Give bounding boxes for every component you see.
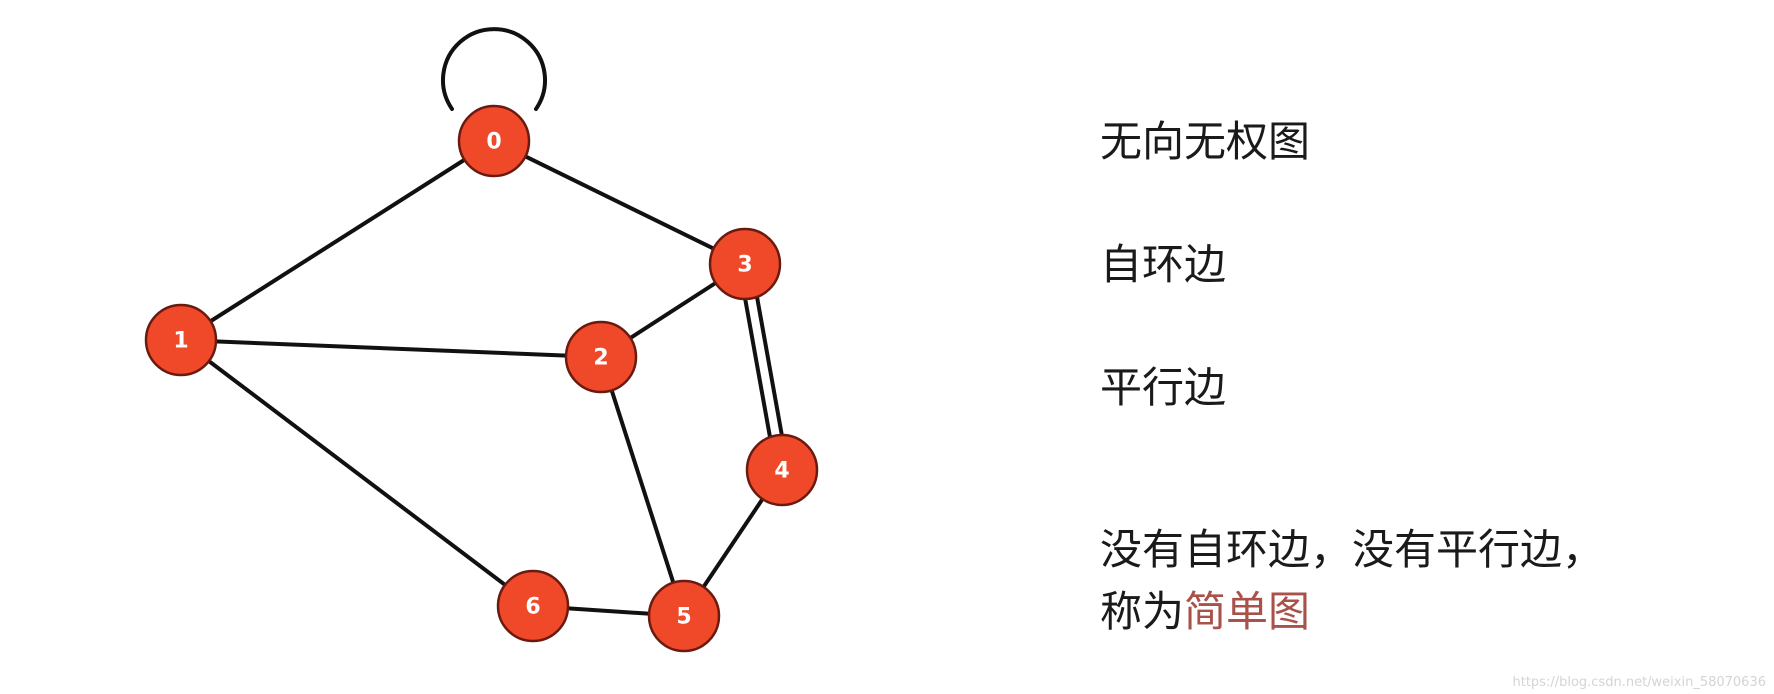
node-0: 0 (457, 104, 531, 178)
label-simple-graph-condition: 没有自环边，没有平行边， (1100, 525, 1605, 574)
node-2: 2 (564, 320, 638, 394)
nodes: 0 1 2 3 4 5 6 (144, 104, 819, 653)
node-circle-6 (496, 569, 570, 643)
node-label-3: 3 (737, 253, 752, 278)
edge-self-loop-0 (441, 27, 547, 111)
watermark: https://blog.csdn.net/weixin_58070636 (1512, 675, 1766, 690)
node-label-4: 4 (774, 459, 789, 484)
edge-1-6 (179, 338, 535, 608)
node-label-5: 5 (676, 605, 691, 630)
label-called-as: 称为 (1100, 587, 1185, 636)
node-label-0: 0 (486, 130, 501, 155)
node-label-6: 6 (525, 595, 540, 620)
node-1: 1 (144, 303, 218, 377)
node-circle-1 (144, 303, 218, 377)
node-circle-5 (647, 579, 721, 653)
edge-2-5 (599, 355, 686, 618)
label-self-loop: 自环边 (1100, 240, 1227, 289)
highlight-simple-graph: 简单图 (1184, 587, 1311, 636)
edge-0-1 (179, 139, 496, 342)
edge-1-2 (179, 338, 603, 359)
node-circle-0 (457, 104, 531, 178)
node-6: 6 (496, 569, 570, 643)
edges (179, 27, 790, 618)
edge-0-3 (492, 139, 747, 266)
label-parallel-edge: 平行边 (1100, 363, 1227, 412)
node-circle-3 (708, 227, 782, 301)
label-undirected-unweighted: 无向无权图 (1100, 117, 1311, 166)
node-label-1: 1 (173, 329, 188, 354)
label-simple-graph-definition: 称为简单图 (1100, 587, 1310, 637)
node-circle-4 (745, 433, 819, 507)
node-label-2: 2 (593, 346, 608, 371)
node-3: 3 (708, 227, 782, 301)
node-circle-2 (564, 320, 638, 394)
node-4: 4 (745, 433, 819, 507)
node-5: 5 (647, 579, 721, 653)
